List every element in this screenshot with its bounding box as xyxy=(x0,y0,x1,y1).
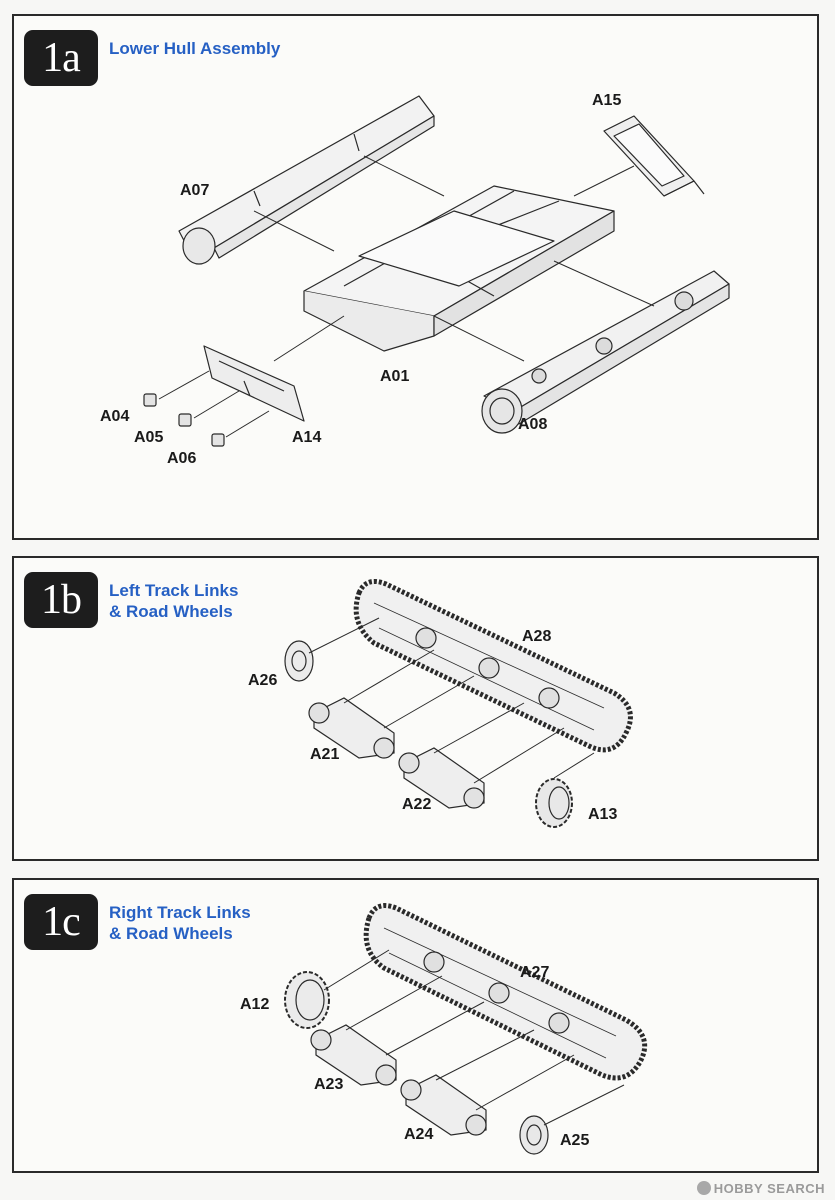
part-a13-drawing xyxy=(535,778,573,828)
part-label: A14 xyxy=(292,429,322,446)
step-title: Right Track Links & Road Wheels xyxy=(109,902,251,944)
part-label: A24 xyxy=(404,1126,434,1143)
step-number-badge: 1c xyxy=(24,894,98,950)
part-label: A01 xyxy=(380,368,410,385)
lower-hull-exploded-diagram xyxy=(143,95,730,447)
part-label: A22 xyxy=(402,796,432,813)
step-1b-panel: 1b Left Track Links & Road Wheels xyxy=(12,556,819,861)
part-label: A25 xyxy=(560,1132,590,1149)
part-a14-drawing xyxy=(203,345,305,422)
part-label: A21 xyxy=(310,746,340,763)
part-a24-drawing xyxy=(400,1074,487,1136)
part-a25-drawing xyxy=(519,1115,549,1155)
part-label: A05 xyxy=(134,429,164,446)
part-a06-drawing xyxy=(211,433,225,447)
part-label: A27 xyxy=(520,964,550,981)
step-title-line: Lower Hull Assembly xyxy=(109,39,281,58)
part-label: A04 xyxy=(100,408,130,425)
part-a22-drawing xyxy=(398,747,485,809)
part-label: A08 xyxy=(518,416,548,433)
assembly-arrows xyxy=(158,155,655,438)
part-a07-drawing xyxy=(178,95,435,265)
step-number-badge: 1a xyxy=(24,30,98,86)
part-label: A13 xyxy=(588,806,618,823)
left-track-exploded-diagram xyxy=(284,579,633,828)
part-a15-drawing xyxy=(603,115,705,197)
part-label: A23 xyxy=(314,1076,344,1093)
part-a26-drawing xyxy=(284,640,314,682)
part-label: A07 xyxy=(180,182,210,199)
step-title-line: Right Track Links xyxy=(109,903,251,922)
part-a04-drawing xyxy=(143,393,157,407)
assembly-arrows xyxy=(323,949,625,1126)
part-label: A26 xyxy=(248,672,278,689)
part-a01-drawing xyxy=(303,185,615,352)
part-label: A15 xyxy=(592,92,622,109)
part-a05-drawing xyxy=(178,413,192,427)
step-title-line: & Road Wheels xyxy=(109,602,233,621)
part-a27-drawing xyxy=(363,903,648,1081)
part-a23-drawing xyxy=(310,1024,397,1086)
part-label: A06 xyxy=(167,450,197,467)
step-number-badge: 1b xyxy=(24,572,98,628)
step-title: Left Track Links & Road Wheels xyxy=(109,580,238,622)
step-title: Lower Hull Assembly xyxy=(109,38,280,59)
assembly-arrows xyxy=(308,617,595,784)
part-a21-drawing xyxy=(308,697,395,759)
watermark-text: HOBBY SEARCH xyxy=(713,1181,825,1196)
part-label: A12 xyxy=(240,996,270,1013)
watermark: HOBBY SEARCH xyxy=(696,1181,825,1196)
part-a28-drawing xyxy=(353,579,633,753)
step-1a-panel: 1a Lower Hull Assembly xyxy=(12,14,819,540)
part-label: A28 xyxy=(522,628,552,645)
step-title-line: Left Track Links xyxy=(109,581,239,600)
step-1c-panel: 1c Right Track Links & Road Wheels xyxy=(12,878,819,1173)
step-title-line: & Road Wheels xyxy=(109,924,233,943)
part-a08-drawing xyxy=(481,270,730,434)
hobby-search-logo-icon xyxy=(696,1181,711,1195)
part-a12-drawing xyxy=(284,971,330,1029)
right-track-exploded-diagram xyxy=(284,903,648,1155)
